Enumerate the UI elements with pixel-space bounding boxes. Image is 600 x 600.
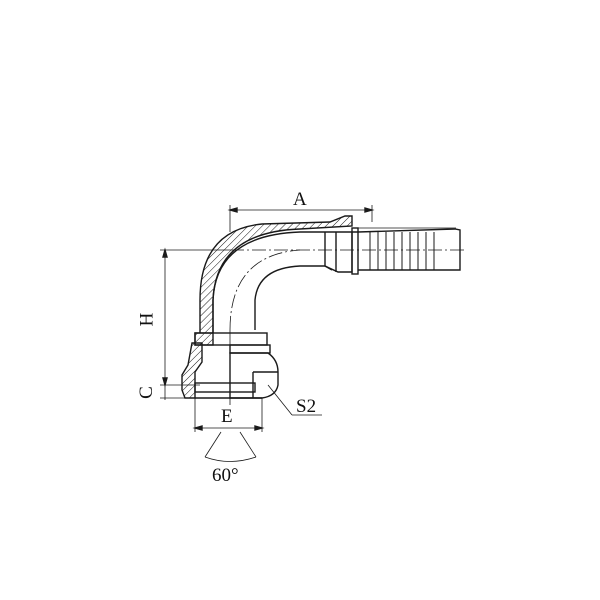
dimension-a-label: A — [293, 189, 307, 210]
dimension-h-label: H — [136, 312, 158, 327]
dimension-s2-label: S2 — [296, 396, 317, 417]
dimension-c-label: C — [135, 386, 157, 399]
angle-label: 60° — [212, 465, 239, 486]
dimension-e-label: E — [221, 406, 233, 427]
